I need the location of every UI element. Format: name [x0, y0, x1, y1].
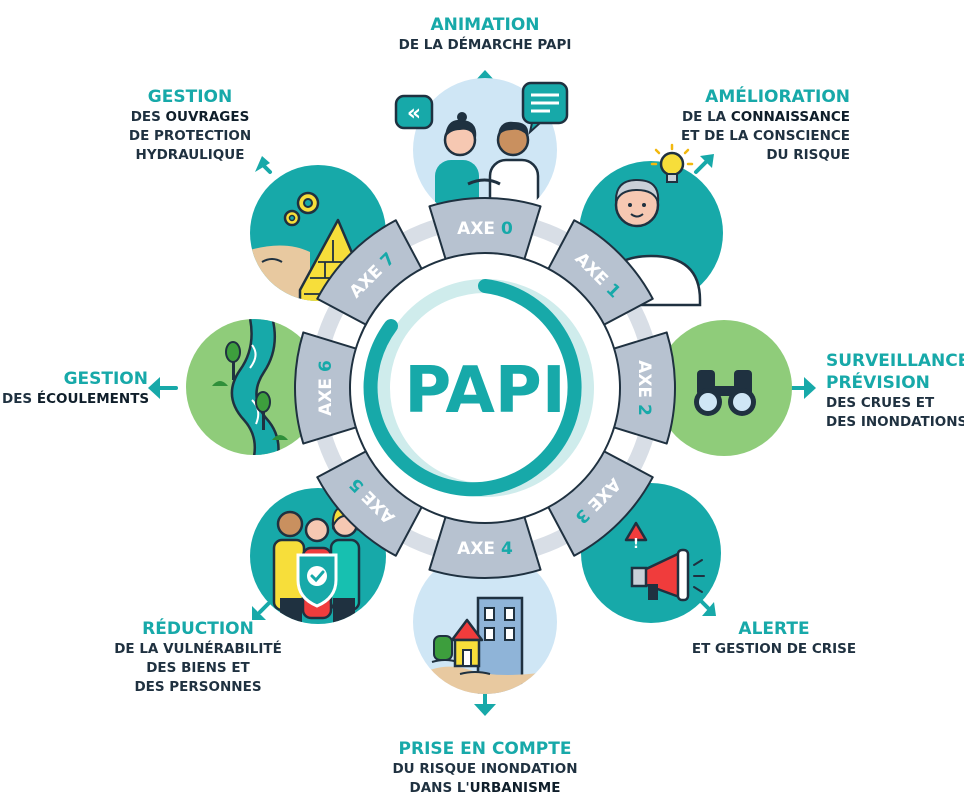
label-axe0: ANIMATION DE LA DÉMARCHE PAPI	[385, 14, 585, 55]
axe2-title: SURVEILLANCE,	[826, 351, 964, 371]
axe5-line3: DES PERSONNES	[134, 679, 262, 695]
axe2-line2: DES INONDATIONS	[826, 414, 964, 430]
axe1-title: AMÉLIORATION	[705, 87, 850, 107]
label-axe2: SURVEILLANCE, PRÉVISION DES CRUES ET DES…	[826, 350, 964, 432]
direction-arrows	[148, 70, 816, 716]
center-ring-arc	[363, 279, 582, 497]
axe3-line1: ET GESTION DE CRISE	[691, 641, 857, 657]
axe-label-6: AXE 6	[316, 360, 336, 416]
axe7-line2: DE PROTECTION	[128, 128, 252, 144]
axe-prefix: AXE	[634, 360, 654, 404]
axe0-line1: DE LA DÉMARCHE PAPI	[398, 37, 572, 53]
axe3-title: ALERTE	[738, 619, 810, 639]
axe1-line2: ET DE LA CONSCIENCE	[681, 128, 850, 144]
axe2-line1: DES CRUES ET	[826, 395, 935, 411]
axe1-line1a: DE LA	[681, 109, 731, 125]
axe7-title: GESTION	[147, 87, 233, 107]
axe-number: 4	[501, 539, 513, 559]
axe-label-4: AXE 4	[457, 539, 513, 559]
center-title: PAPI	[404, 354, 565, 428]
axe-label-2: AXE 2	[634, 360, 654, 416]
axe-number: 6	[316, 360, 336, 372]
axe7-line3: HYDRAULIQUE	[135, 147, 245, 163]
label-axe3: ALERTE ET GESTION DE CRISE	[664, 618, 884, 659]
axe4-line2b: URBANISME	[469, 780, 561, 796]
label-axe7: GESTION DES OUVRAGES DE PROTECTION HYDRA…	[100, 86, 280, 165]
axe2-illustration	[656, 320, 792, 456]
axe-prefix: AXE	[457, 539, 501, 559]
axe-prefix: AXE	[316, 372, 336, 416]
axe4-line1: DU RISQUE INONDATION	[392, 761, 578, 777]
axe-label-0: AXE 0	[457, 219, 513, 239]
axe0-title: ANIMATION	[430, 15, 540, 35]
axe6-illustration	[186, 319, 322, 455]
axe2-title2: PRÉVISION	[826, 373, 930, 393]
axe7-line1a: DES	[130, 109, 166, 125]
svg-text:!: !	[633, 537, 639, 552]
axe-prefix: AXE	[457, 219, 501, 239]
label-axe5: RÉDUCTION DE LA VULNÉRABILITÉ DES BIENS …	[98, 618, 298, 697]
axe6-line1b: ÉCOULEMENTS	[36, 391, 150, 407]
axe4-line2a: DANS L'	[409, 780, 470, 796]
axe4-title: PRISE EN COMPTE	[398, 739, 572, 759]
axe5-line2: DES BIENS ET	[146, 660, 250, 676]
label-axe6: GESTION DES ÉCOULEMENTS	[2, 368, 150, 409]
label-axe1: AMÉLIORATION DE LA CONNAISSANCE ET DE LA…	[660, 86, 850, 165]
axe1-line1b: CONNAISSANCE	[730, 109, 850, 125]
axe6-line1a: DES	[2, 391, 37, 407]
svg-text:«: «	[407, 101, 421, 126]
axe6-title: GESTION	[63, 369, 148, 389]
axe5-line1: DE LA VULNÉRABILITÉ	[114, 641, 282, 657]
axe1-line3: DU RISQUE	[766, 147, 850, 163]
axe7-line1b: OUVRAGES	[165, 109, 250, 125]
axe-number: 2	[634, 404, 654, 416]
label-axe4: PRISE EN COMPTE DU RISQUE INONDATION DAN…	[375, 738, 595, 798]
axe-number: 0	[501, 219, 513, 239]
axe5-title: RÉDUCTION	[142, 619, 254, 639]
